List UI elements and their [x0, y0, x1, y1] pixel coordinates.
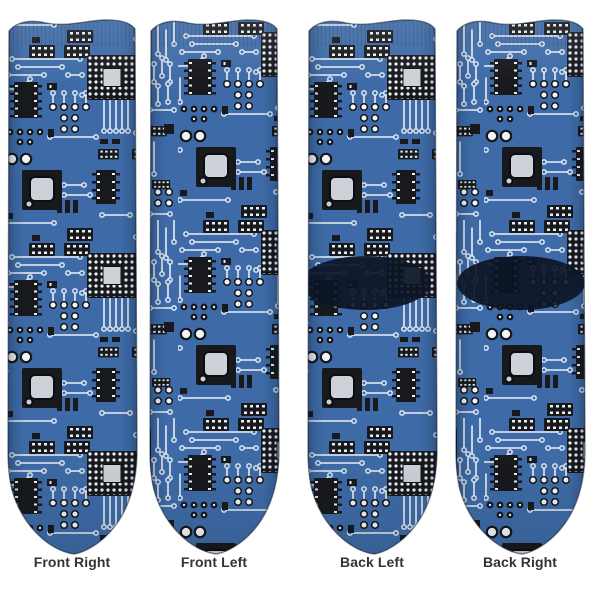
sock-label-front-right: Front Right — [33, 554, 111, 570]
sock-label-back-right: Back Right — [482, 554, 558, 570]
sock-image-back-left — [307, 19, 438, 555]
sock-image-front-right — [7, 19, 138, 555]
sock-front-right: Front Right — [4, 10, 140, 570]
sock-image-front-left — [149, 19, 280, 555]
fabric-shading — [150, 19, 279, 554]
sock-back-right: Back Right — [452, 10, 588, 570]
sock-image-back-right — [455, 19, 586, 555]
sock-label-front-left: Front Left — [180, 554, 248, 570]
sock-front-left: Front Left — [146, 10, 282, 570]
sock-back-left: Back Left — [304, 10, 440, 570]
fabric-shading — [8, 19, 137, 554]
fabric-shading — [308, 19, 437, 554]
sock-label-back-left: Back Left — [340, 554, 404, 570]
fabric-shading — [456, 19, 585, 554]
